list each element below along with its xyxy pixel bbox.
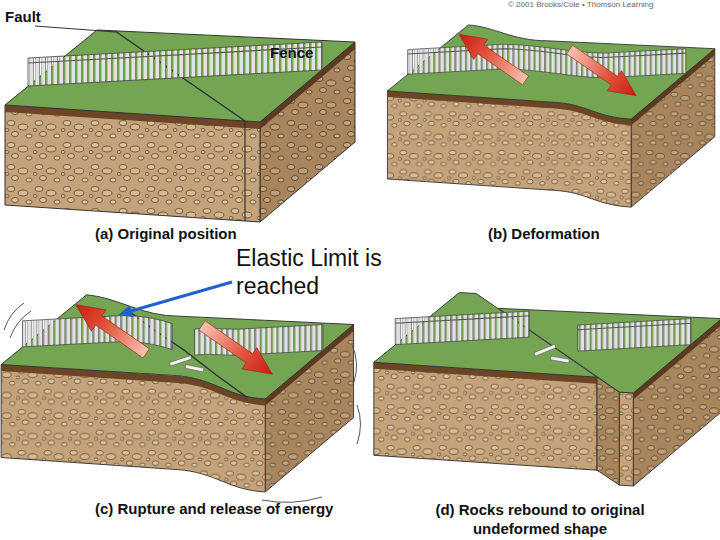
fallen-board xyxy=(185,364,204,372)
block-rupture xyxy=(1,294,353,492)
rock-front-face xyxy=(374,362,597,470)
callout-arrow xyxy=(131,282,232,311)
leader-line xyxy=(35,26,116,32)
block-rebound xyxy=(374,293,720,486)
panel-caption: (a) Original position xyxy=(95,225,237,243)
motion-arrow xyxy=(452,24,533,90)
fallen-board xyxy=(169,356,191,366)
shake-line xyxy=(352,345,357,382)
fault-crack xyxy=(244,122,245,221)
rock-front-face xyxy=(5,105,260,222)
panel-caption: (c) Rupture and release of energy xyxy=(95,500,333,518)
fence-rail xyxy=(578,323,691,330)
ground-surface xyxy=(5,30,355,122)
callout-arrowhead xyxy=(118,305,133,317)
callout-note: Elastic Limit is reached xyxy=(236,244,441,300)
fence-rail xyxy=(408,49,686,58)
bent-fence xyxy=(408,44,686,77)
motion-arrow xyxy=(68,294,153,364)
ground-surface xyxy=(1,295,353,399)
copyright-watermark: © 2001 Brooks/Cole • Thomson Learning xyxy=(508,0,654,10)
fallen-board xyxy=(534,344,556,356)
motion-arrow xyxy=(195,315,280,385)
shake-line xyxy=(10,311,31,338)
fence-rail xyxy=(395,316,529,323)
motion-arrow xyxy=(563,39,644,105)
panel-caption: (b) Deformation xyxy=(488,225,600,243)
fault-plane-face xyxy=(597,377,619,485)
block-original xyxy=(5,30,355,222)
offset-fence xyxy=(395,311,529,344)
fault-label: Fault xyxy=(5,8,41,26)
panel-caption: (d) Rocks rebound to original undeformed… xyxy=(405,500,675,538)
rock-front-face xyxy=(619,392,633,486)
fence xyxy=(28,42,322,86)
block-deformed xyxy=(387,24,714,207)
fallen-board xyxy=(550,356,569,363)
shake-line xyxy=(357,405,361,444)
ground-surface xyxy=(498,308,720,393)
shake-line xyxy=(4,303,24,330)
ground-surface xyxy=(387,25,714,119)
offset-fence xyxy=(578,319,691,352)
fence-label: Fence xyxy=(270,44,313,62)
